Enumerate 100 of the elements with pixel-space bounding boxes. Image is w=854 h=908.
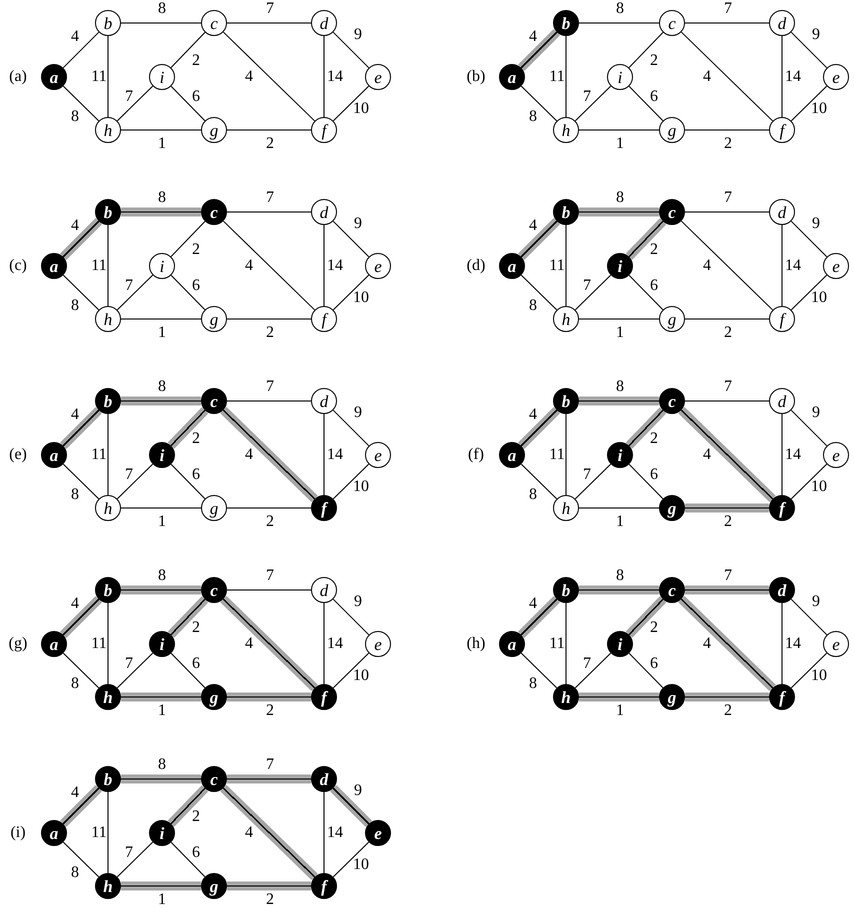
vertex-circle: b — [553, 577, 579, 603]
edge-weight: 2 — [650, 53, 658, 69]
edge-weight: 1 — [158, 325, 166, 341]
highlighted-edge — [626, 218, 666, 260]
vertex-circle: b — [553, 10, 579, 36]
vertex-circle: d — [769, 199, 795, 225]
edge-line — [62, 32, 100, 68]
edge-line — [332, 32, 370, 68]
vertex-circle: i — [149, 820, 175, 846]
edge-weight: 4 — [245, 636, 253, 652]
vertex-circle: a — [41, 64, 67, 90]
edge-line — [62, 652, 100, 688]
edge-line — [222, 220, 316, 310]
edge-weight: 1 — [616, 703, 624, 719]
edge-line — [332, 410, 370, 446]
edge-weight: 4 — [71, 407, 79, 423]
vertex-circle: a — [41, 253, 67, 279]
edge-weight: 8 — [158, 757, 166, 773]
edge-weight: 11 — [91, 69, 107, 85]
edge-line — [332, 464, 370, 500]
vertex-circle: f — [311, 495, 337, 521]
highlighted-edge — [60, 407, 102, 449]
highlighted-edge — [227, 692, 311, 702]
vertex-circle: f — [769, 684, 795, 710]
vertex-circle: h — [95, 306, 121, 332]
edge-weight: 14 — [327, 69, 343, 85]
edge-weight: 7 — [724, 379, 732, 395]
edge-weight: 6 — [192, 467, 200, 483]
vertex-circle: d — [769, 577, 795, 603]
highlighted-edge — [518, 407, 560, 449]
edge-weight: 14 — [785, 447, 801, 463]
vertex-circle: g — [201, 495, 227, 521]
vertex-circle: f — [311, 873, 337, 899]
vertex-circle: i — [149, 631, 175, 657]
edge-weight: 14 — [785, 69, 801, 85]
highlighted-edge — [678, 406, 776, 502]
edge-weight: 9 — [354, 405, 362, 421]
edge-line — [170, 464, 206, 500]
edge-weight: 7 — [583, 89, 591, 105]
edge-weight: 1 — [616, 136, 624, 152]
vertex-circle: i — [607, 64, 633, 90]
vertex-circle: f — [311, 306, 337, 332]
edge-line — [116, 274, 154, 310]
edge-weight: 10 — [353, 290, 369, 306]
highlighted-edge — [60, 218, 102, 260]
vertex-circle: b — [95, 199, 121, 225]
edge-line — [332, 652, 370, 688]
edge-weight: 1 — [616, 325, 624, 341]
vertex-circle: a — [499, 442, 525, 468]
vertex-circle: e — [823, 442, 849, 468]
edge-weight: 4 — [71, 596, 79, 612]
edge-weight: 1 — [616, 514, 624, 530]
edge-line — [684, 400, 770, 402]
edge-weight: 11 — [549, 447, 565, 463]
highlighted-edge — [168, 407, 208, 449]
edge-weight: 6 — [192, 89, 200, 105]
edge-weight: 8 — [529, 109, 537, 125]
vertex-circle: b — [553, 199, 579, 225]
edge-weight: 8 — [529, 676, 537, 692]
edge-line — [628, 464, 664, 500]
edge-line — [520, 86, 558, 122]
vertex-circle: h — [95, 873, 121, 899]
edge-line — [116, 652, 154, 688]
edge-line — [226, 22, 312, 24]
edge-line — [170, 86, 206, 122]
highlighted-edge — [121, 396, 201, 406]
edge-line — [170, 842, 206, 878]
vertex-circle: e — [365, 253, 391, 279]
edge-line — [790, 598, 828, 636]
edge-weight: 8 — [71, 109, 79, 125]
edge-weight: 4 — [245, 258, 253, 274]
edge-weight: 11 — [91, 825, 107, 841]
edge-line — [574, 464, 612, 500]
highlighted-edge — [121, 586, 201, 594]
edge-weight: 2 — [192, 809, 200, 825]
edge-weight: 2 — [650, 620, 658, 636]
vertex-circle: f — [311, 684, 337, 710]
edge-weight: 1 — [158, 892, 166, 908]
vertex-circle: a — [499, 64, 525, 90]
edge-line — [628, 274, 664, 310]
edge-weight: 9 — [354, 783, 362, 799]
edge-weight: 7 — [125, 656, 133, 672]
vertex-circle: h — [95, 117, 121, 143]
highlighted-edge — [220, 596, 318, 692]
edge-weight: 11 — [549, 69, 565, 85]
edge-weight: 8 — [529, 298, 537, 314]
highlighted-edge — [121, 692, 201, 702]
vertex-circle: h — [553, 684, 579, 710]
vertex-circle: d — [311, 10, 337, 36]
highlighted-edge — [227, 882, 311, 890]
vertex-circle: i — [607, 253, 633, 279]
vertex-circle: c — [201, 766, 227, 792]
highlighted-edge — [220, 406, 318, 502]
edge-line — [62, 842, 100, 878]
edge-line — [680, 220, 774, 310]
edge-weight: 10 — [353, 668, 369, 684]
highlighted-edge — [168, 596, 208, 638]
highlighted-edge — [626, 407, 666, 449]
panel-label: (c) — [9, 258, 27, 274]
edge-weight: 7 — [266, 190, 274, 206]
